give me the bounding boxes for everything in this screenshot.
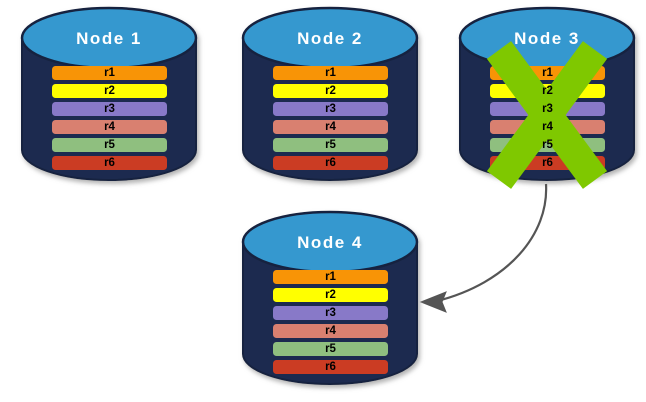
node-1-cylinder-top [20,6,198,70]
node-4-rows [273,270,388,374]
node-1-row-r3 [52,102,167,116]
node-2-cylinder-top [241,6,419,70]
node-4-row-r4 [273,324,388,338]
node-1[interactable] [20,6,198,181]
cross-stroke-up [486,41,608,189]
node-4-cylinder-top [241,210,419,274]
failover-arrow-head [419,291,447,313]
node-1-row-r4 [52,120,167,134]
node-4-row-r5 [273,342,388,356]
node-4[interactable] [241,210,419,385]
node-4-row-r6 [273,360,388,374]
node-2-row-r4 [273,120,388,134]
failover-arrow-node3-to-node4 [419,183,548,313]
node-2-row-r2 [273,84,388,98]
node-1-row-r6 [52,156,167,170]
failover-arrow-line [436,183,548,303]
node-4-row-r1 [273,270,388,284]
node-2-row-r1 [273,66,388,80]
node-2-rows [273,66,388,170]
node-3-failure-cross [486,41,608,189]
node-2[interactable] [241,6,419,181]
node-2-row-r3 [273,102,388,116]
node-1-rows [52,66,167,170]
node-1-row-r1 [52,66,167,80]
node-3-cylinder-top [458,6,636,70]
node-1-row-r5 [52,138,167,152]
node-2-row-r5 [273,138,388,152]
node-4-row-r3 [273,306,388,320]
node-4-row-r2 [273,288,388,302]
node-2-row-r6 [273,156,388,170]
node-1-row-r2 [52,84,167,98]
